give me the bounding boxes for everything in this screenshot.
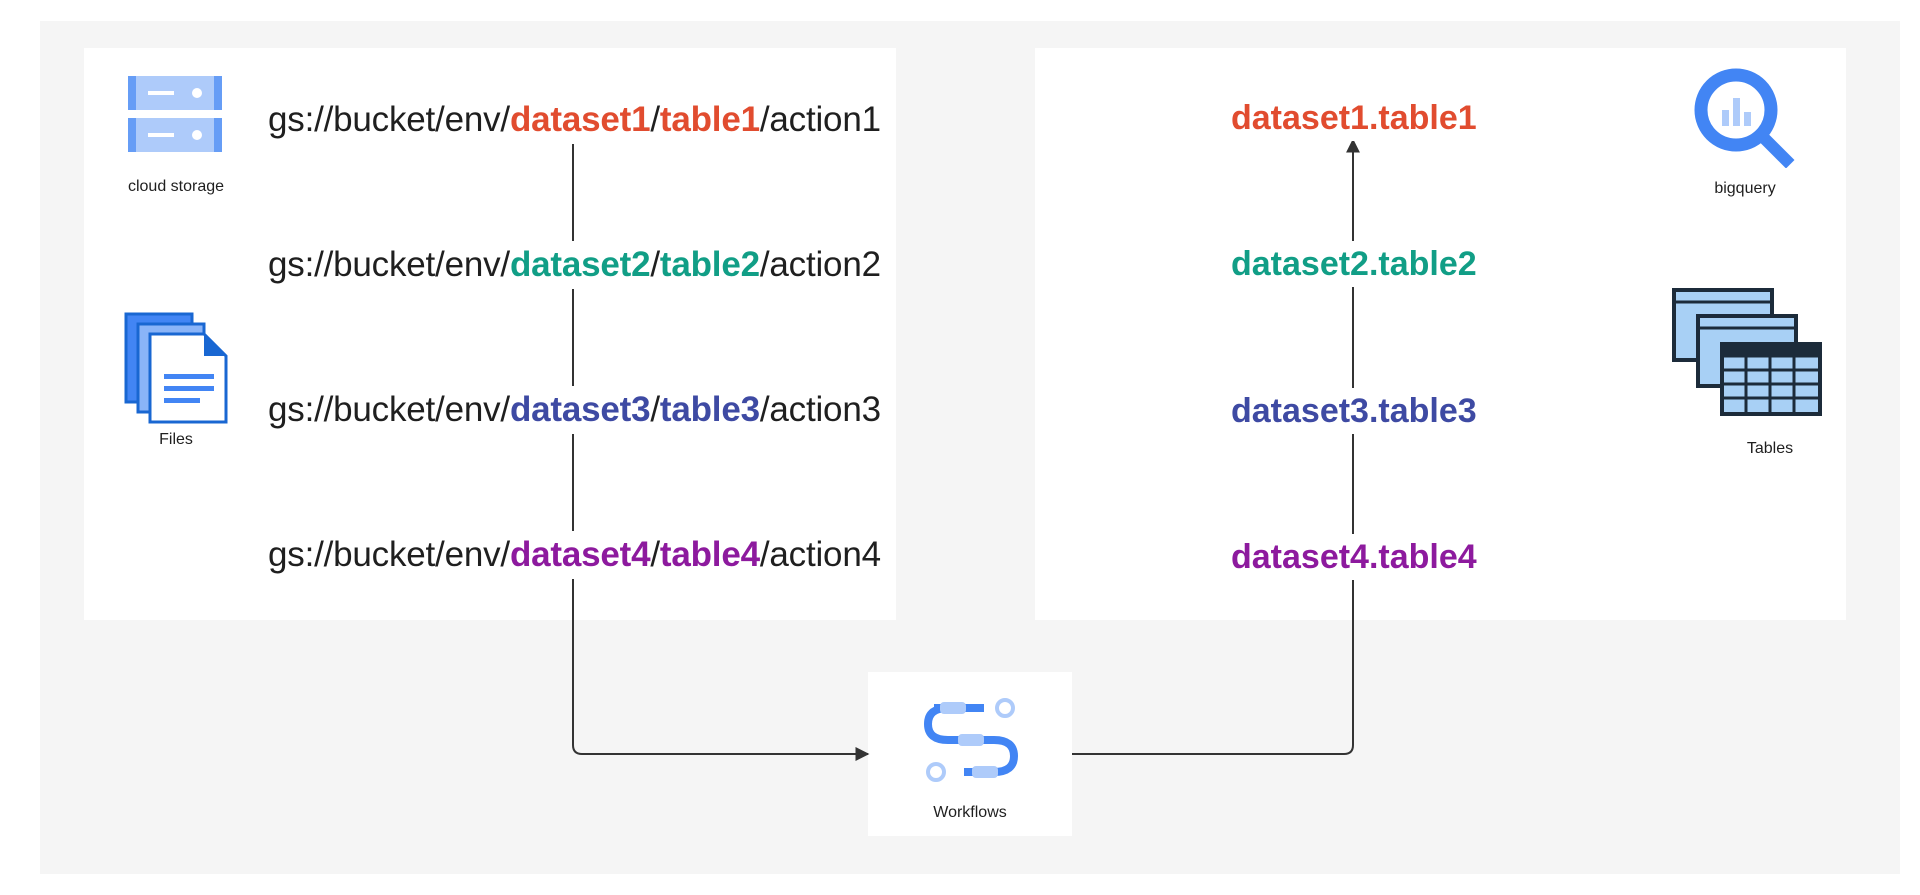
bq-table-3: dataset3.table3	[1229, 388, 1479, 434]
storage-to-workflows-connector	[572, 142, 870, 761]
bigquery-label: bigquery	[1714, 180, 1776, 197]
cloud-storage-label: cloud storage	[127, 178, 225, 195]
bq-table-4: dataset4.table4	[1229, 534, 1479, 580]
tables-label: Tables	[1746, 440, 1794, 457]
storage-path-4: gs://bucket/env/dataset4/table4/action4	[268, 531, 890, 579]
bigquery-icon	[1694, 68, 1795, 168]
workflows-label: Workflows	[933, 804, 1007, 821]
bq-table-2: dataset2.table2	[1229, 241, 1479, 287]
workflows-panel	[868, 672, 1072, 836]
files-icon	[124, 312, 228, 424]
files-label: Files	[159, 431, 193, 448]
workflows-icon	[924, 698, 1018, 782]
tables-icon	[1672, 288, 1822, 416]
storage-path-1: gs://bucket/env/dataset1/table1/action1	[268, 96, 890, 144]
workflows-to-bigquery-connector	[1072, 138, 1360, 755]
bq-table-1: dataset1.table1	[1229, 95, 1479, 141]
storage-path-2: gs://bucket/env/dataset2/table2/action2	[268, 241, 890, 289]
storage-path-3: gs://bucket/env/dataset3/table3/action3	[268, 386, 890, 434]
cloud-storage-icon	[128, 76, 222, 152]
